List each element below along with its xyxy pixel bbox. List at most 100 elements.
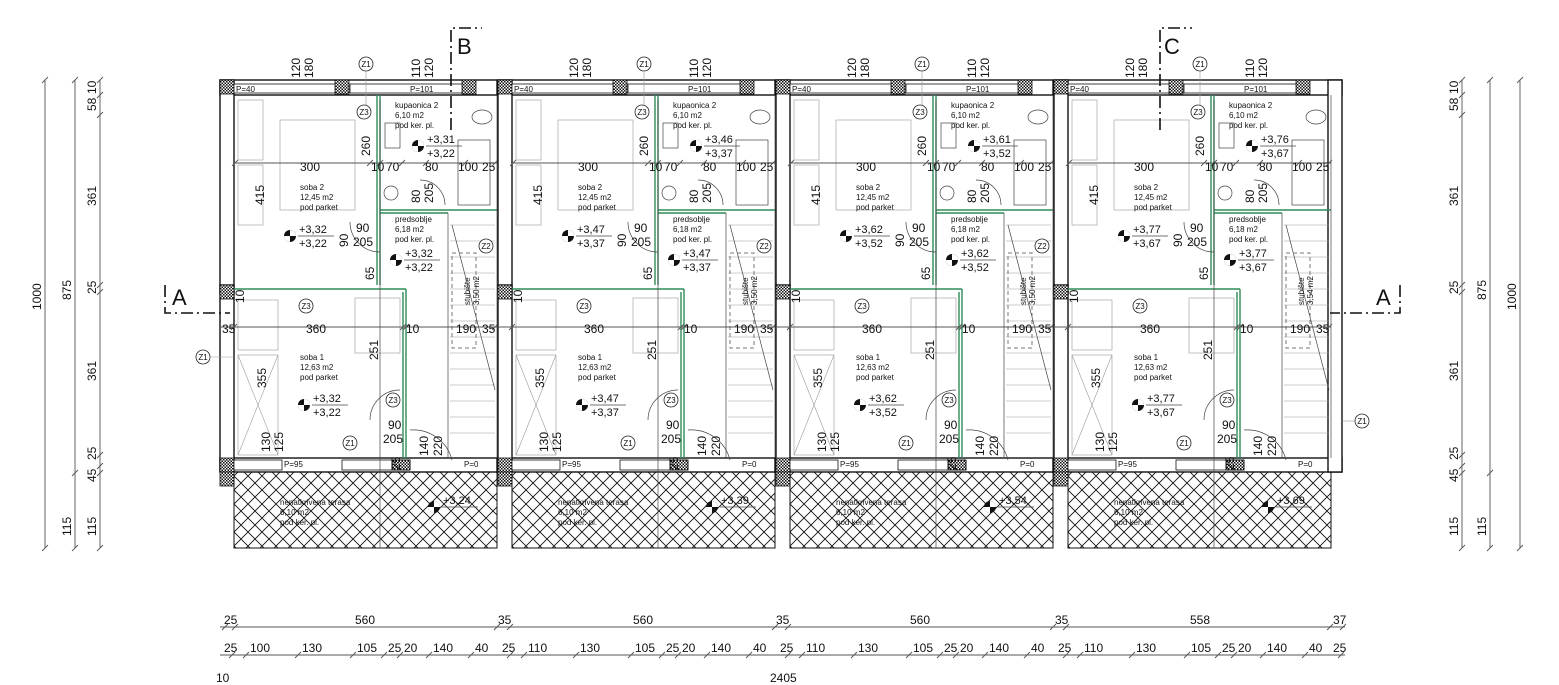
dimension-tick — [96, 469, 104, 477]
dimension-value: 130 — [1093, 432, 1107, 452]
zone-marker-circle — [298, 298, 314, 314]
dimension-value: 35 — [1316, 322, 1330, 336]
dimension-tick — [231, 623, 239, 631]
bed — [1113, 119, 1190, 211]
dimension-value: 35 — [776, 613, 790, 627]
zone-marker-label: Z1 — [917, 60, 927, 69]
dimension-tick — [96, 544, 104, 552]
door-height: 205 — [353, 235, 373, 249]
dimension-value: 251 — [1201, 340, 1215, 360]
shower-tray — [457, 139, 491, 206]
section-line-c — [1159, 27, 1192, 130]
hallway-area: 6,18 m2 — [1229, 225, 1258, 234]
window-bottom-left — [233, 459, 283, 471]
dimension-value: 25 — [760, 160, 774, 174]
bathroom-area: 6,10 m2 — [1229, 111, 1258, 120]
door-width: 90 — [912, 221, 926, 235]
dimension-value: 10 — [1447, 80, 1461, 94]
terrace-elevation-top: +3,54 — [999, 495, 1027, 507]
dimension-value: 110 — [1084, 641, 1103, 655]
window-label: P=101 — [410, 85, 434, 94]
room-soba-1-name: soba 1 — [300, 353, 325, 362]
elevation-quadrant — [390, 254, 402, 266]
dimension-value: 90 — [893, 233, 907, 247]
window-top-left — [233, 83, 336, 94]
dimension-value: 560 — [633, 613, 653, 627]
zone-marker-label: Z3 — [388, 396, 398, 405]
dimension-value: 300 — [1134, 160, 1154, 174]
window-label: P=95 — [840, 460, 859, 469]
annotations — [41, 27, 1524, 659]
window-label: P=0 — [464, 460, 479, 469]
dimension-value: 130 — [259, 432, 273, 452]
dimension-value: 25 — [224, 641, 238, 655]
dimension-tick — [41, 544, 49, 552]
dimension-tick — [366, 159, 374, 167]
zone-marker-label: Z3 — [579, 302, 589, 311]
dimension-value: 100 — [736, 160, 756, 174]
dimension-tick — [784, 623, 792, 631]
section-line-b — [450, 27, 482, 130]
room-soba-2-floor: pod parket — [1134, 203, 1173, 212]
window-top-left — [1067, 83, 1170, 94]
hallway-elevation-top: +3,62 — [961, 248, 989, 260]
hallway-area: 6,18 m2 — [673, 225, 702, 234]
soba1-elevation — [1132, 399, 1182, 411]
dimension-total: 1000 — [30, 283, 44, 310]
elevation-quadrant — [1224, 254, 1236, 266]
terrace-name: nenatkrivena terasa — [836, 498, 907, 507]
dimension-value: 80 — [981, 160, 995, 174]
elevation-quadrant — [1262, 501, 1274, 513]
stair-outline — [729, 252, 755, 349]
window-top-right — [1183, 83, 1297, 94]
dimension-value: 300 — [578, 160, 598, 174]
bathroom-elevation-top: +3,31 — [427, 134, 455, 146]
dimension-tick — [1232, 159, 1240, 167]
dimension-value: 251 — [923, 340, 937, 360]
dimension-tick — [739, 159, 747, 167]
room-soba-2-floor: pod parket — [578, 203, 617, 212]
window-bottom-mid — [1175, 459, 1227, 471]
elevation-quadrant — [428, 501, 440, 513]
stair-label: stubište — [741, 277, 750, 305]
dimension-value: 140 — [433, 641, 453, 655]
zone-marker-label: Z3 — [1135, 302, 1145, 311]
door-height: 205 — [631, 235, 651, 249]
dimension-tick — [680, 323, 688, 331]
room-soba-1-name: soba 1 — [578, 353, 603, 362]
dimension-tick — [784, 651, 792, 659]
dimension-value: 25 — [1222, 641, 1236, 655]
boiler-icon — [1217, 185, 1233, 201]
dimension-value: 205 — [978, 183, 992, 203]
terrace-elevation — [984, 501, 1034, 513]
wardrobe — [515, 164, 542, 226]
room-soba-1-area: 12,63 m2 — [578, 363, 612, 372]
door-width: 90 — [666, 418, 680, 432]
hallway-elevation-bottom: +3,37 — [683, 262, 711, 274]
dimension-tick — [787, 159, 795, 167]
dimension-value: 130 — [1136, 641, 1156, 655]
wall-column — [219, 457, 235, 473]
zone-marker-label: Z3 — [1193, 108, 1203, 117]
dimension-tick — [508, 323, 516, 331]
dimension-value: 80 — [425, 160, 439, 174]
dimension-tick — [1325, 159, 1333, 167]
soba1-elevation — [298, 399, 348, 411]
sink-icon — [1218, 122, 1235, 149]
dimension-tick — [294, 651, 302, 659]
bed — [237, 299, 279, 351]
door-height: 205 — [909, 235, 929, 249]
terrace-elevation — [1262, 501, 1312, 513]
terrace-elevation — [706, 501, 756, 513]
room-soba-2-area: 12,45 m2 — [300, 193, 334, 202]
dimension-tick — [958, 323, 966, 331]
elevation-quadrant — [284, 230, 296, 242]
dimension-tick — [1236, 323, 1244, 331]
dimension-value: 90 — [615, 233, 629, 247]
dimension-tick — [955, 323, 963, 331]
dimension-value: 361 — [85, 361, 99, 381]
dimension-tick — [952, 651, 960, 659]
bathroom-elevation — [690, 140, 740, 152]
dimension-value: 65 — [641, 266, 655, 280]
